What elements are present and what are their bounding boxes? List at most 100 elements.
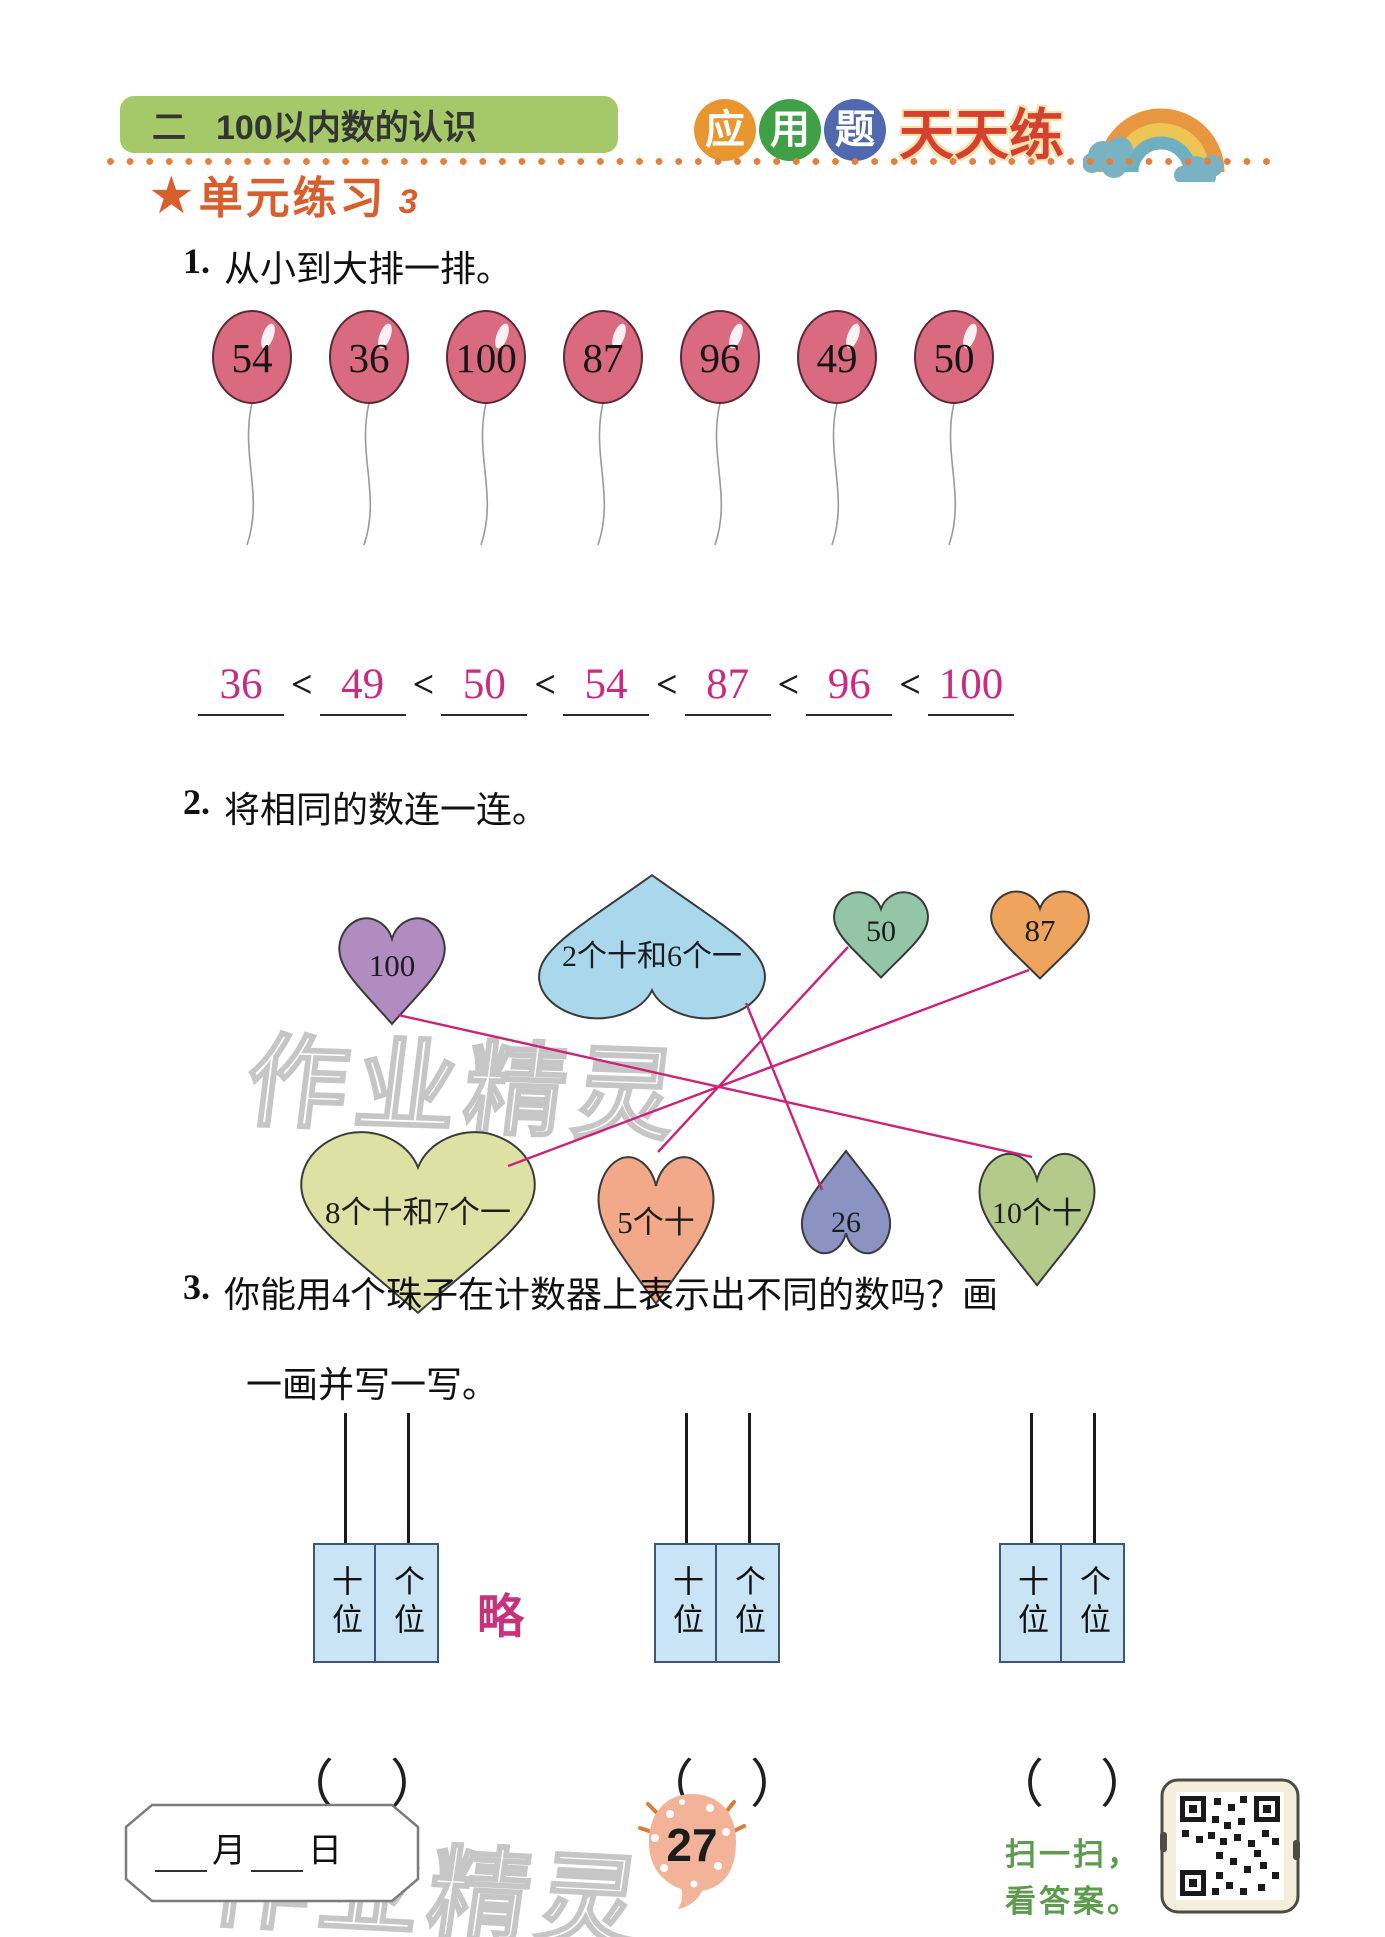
scan-hint: 扫一扫， 看答案。	[1005, 1832, 1141, 1925]
section-title: 单元练习	[198, 174, 387, 223]
question-1-number: 1.	[183, 241, 210, 281]
ones-place-cell: 个位	[376, 1543, 439, 1663]
month-label: 月	[212, 1833, 246, 1870]
counter-rod	[407, 1413, 410, 1545]
counter-rod	[748, 1413, 751, 1545]
line-100-to-10tens	[397, 1013, 1033, 1159]
page-number: 27	[666, 1819, 717, 1871]
ones-place-label: 个位	[1075, 1565, 1110, 1641]
paren-close: ）	[1099, 1757, 1152, 1814]
heart-labels: 100 2个十和6个一 50 87 8个十和7个一 5个十 26 10个十	[325, 913, 1082, 1240]
balloon-number: 100	[455, 335, 517, 381]
logo-circle-icon: 题	[824, 99, 886, 161]
unit-number: 二	[152, 109, 186, 147]
counter-rod	[1093, 1413, 1096, 1545]
tens-place-cell: 十位	[313, 1543, 376, 1663]
balloon-string	[831, 402, 840, 546]
line-87-to-8t7o	[507, 968, 1030, 1168]
less-than-sign: <	[777, 664, 800, 706]
rainbow-icon	[1083, 108, 1225, 182]
star-icon: ★	[148, 167, 195, 225]
answer-parens-3: （ ）	[992, 1742, 1152, 1817]
counter-2: 十位 个位	[654, 1543, 780, 1663]
line-50-to-5tens	[657, 946, 849, 1153]
balloon-string	[948, 402, 957, 546]
answer-value: 54	[562, 660, 649, 716]
question-1-answer-row: 36 < 49 < 50 < 54 < 87 < 96 < 100	[198, 660, 1014, 716]
balloon-string	[597, 402, 606, 546]
day-label: 日	[308, 1833, 342, 1870]
question-3: 3. 你能用4个珠子在计数器上表示出不同的数吗？画	[183, 1266, 998, 1318]
section-number: 3	[398, 183, 418, 221]
balloon-strings	[246, 402, 957, 546]
less-than-sign: <	[291, 664, 313, 706]
logo-circle-icon: 用	[759, 99, 821, 161]
balloon-string	[246, 402, 255, 546]
question-2-number: 2.	[183, 782, 210, 822]
tens-place-label: 十位	[1013, 1565, 1048, 1641]
balloon-number: 87	[583, 335, 624, 381]
counter-rod	[685, 1413, 688, 1545]
date-box	[124, 1803, 420, 1903]
question-3-text-line1: 你能用4个珠子在计数器上表示出不同的数吗？画	[224, 1275, 999, 1315]
logo-circle-icon: 应	[694, 99, 756, 161]
answer-value: 96	[806, 660, 893, 716]
balloon-string	[363, 402, 372, 546]
ones-place-cell: 个位	[717, 1543, 780, 1663]
heart-label: 26	[831, 1206, 861, 1239]
question-3-text-line2-wrap: 一画并写一写。	[246, 1356, 498, 1408]
question-1-text: 从小到大排一排。	[224, 249, 513, 289]
heart-label: 87	[1025, 913, 1056, 948]
line-2t6o-to-26	[744, 1002, 824, 1191]
section-header: ★ 单元练习 3	[148, 162, 418, 226]
counter-3: 十位 个位	[999, 1543, 1125, 1663]
bubble-dots	[651, 1799, 730, 1888]
less-than-sign: <	[534, 664, 556, 706]
balloon-number: 36	[349, 335, 390, 381]
month-blank	[155, 1836, 207, 1872]
heart-label: 50	[866, 915, 896, 948]
balloon-number: 49	[817, 335, 858, 381]
ones-place-label: 个位	[389, 1565, 424, 1641]
question-2-text: 将相同的数连一连。	[224, 790, 549, 830]
balloon-numbers: 54 36 100 87 96 49 50	[232, 335, 975, 381]
unit-header: 二 100以内数的认识	[120, 96, 618, 153]
balloon-string	[714, 402, 723, 546]
scan-hint-line2: 看答案。	[1005, 1883, 1141, 1919]
match-lines	[397, 946, 1033, 1191]
balloon-string	[480, 402, 489, 546]
day-blank	[251, 1836, 303, 1872]
dotted-divider	[106, 157, 1278, 166]
answer-value: 49	[319, 660, 406, 716]
tens-place-label: 十位	[668, 1565, 703, 1641]
scan-hint-line1: 扫一扫，	[1005, 1837, 1141, 1872]
answer-value: 100	[927, 660, 1014, 716]
question-1: 1. 从小到大排一排。	[183, 240, 512, 292]
series-logo: 应 用 题 天天练	[694, 90, 1064, 170]
ones-place-cell: 个位	[1062, 1543, 1125, 1663]
qr-pattern	[1180, 1796, 1280, 1896]
less-than-sign: <	[412, 664, 435, 706]
paren-open: （	[992, 1757, 1045, 1814]
less-than-sign: <	[655, 664, 678, 706]
unit-title: 100以内数的认识	[216, 109, 477, 147]
heart-label: 8个十和7个一	[325, 1195, 511, 1230]
heart-label: 100	[369, 948, 416, 983]
heart-label: 2个十和6个一	[562, 940, 742, 973]
paren-close: ）	[389, 1757, 442, 1814]
tens-place-cell: 十位	[999, 1543, 1062, 1663]
counter-1: 十位 个位	[313, 1543, 439, 1663]
answer-note: 略	[477, 1592, 524, 1644]
balloon-number: 54	[232, 335, 273, 381]
page-number-bubble: 27	[638, 1794, 746, 1909]
logo-suffix-text: 天天练	[899, 104, 1065, 166]
answer-value: 50	[441, 660, 528, 716]
ones-place-label: 个位	[730, 1565, 765, 1641]
tens-place-cell: 十位	[654, 1543, 717, 1663]
answer-value: 36	[198, 660, 284, 716]
date-fields: 月 日	[150, 1832, 400, 1872]
tens-place-label: 十位	[327, 1565, 362, 1641]
qr-code	[1160, 1778, 1300, 1914]
